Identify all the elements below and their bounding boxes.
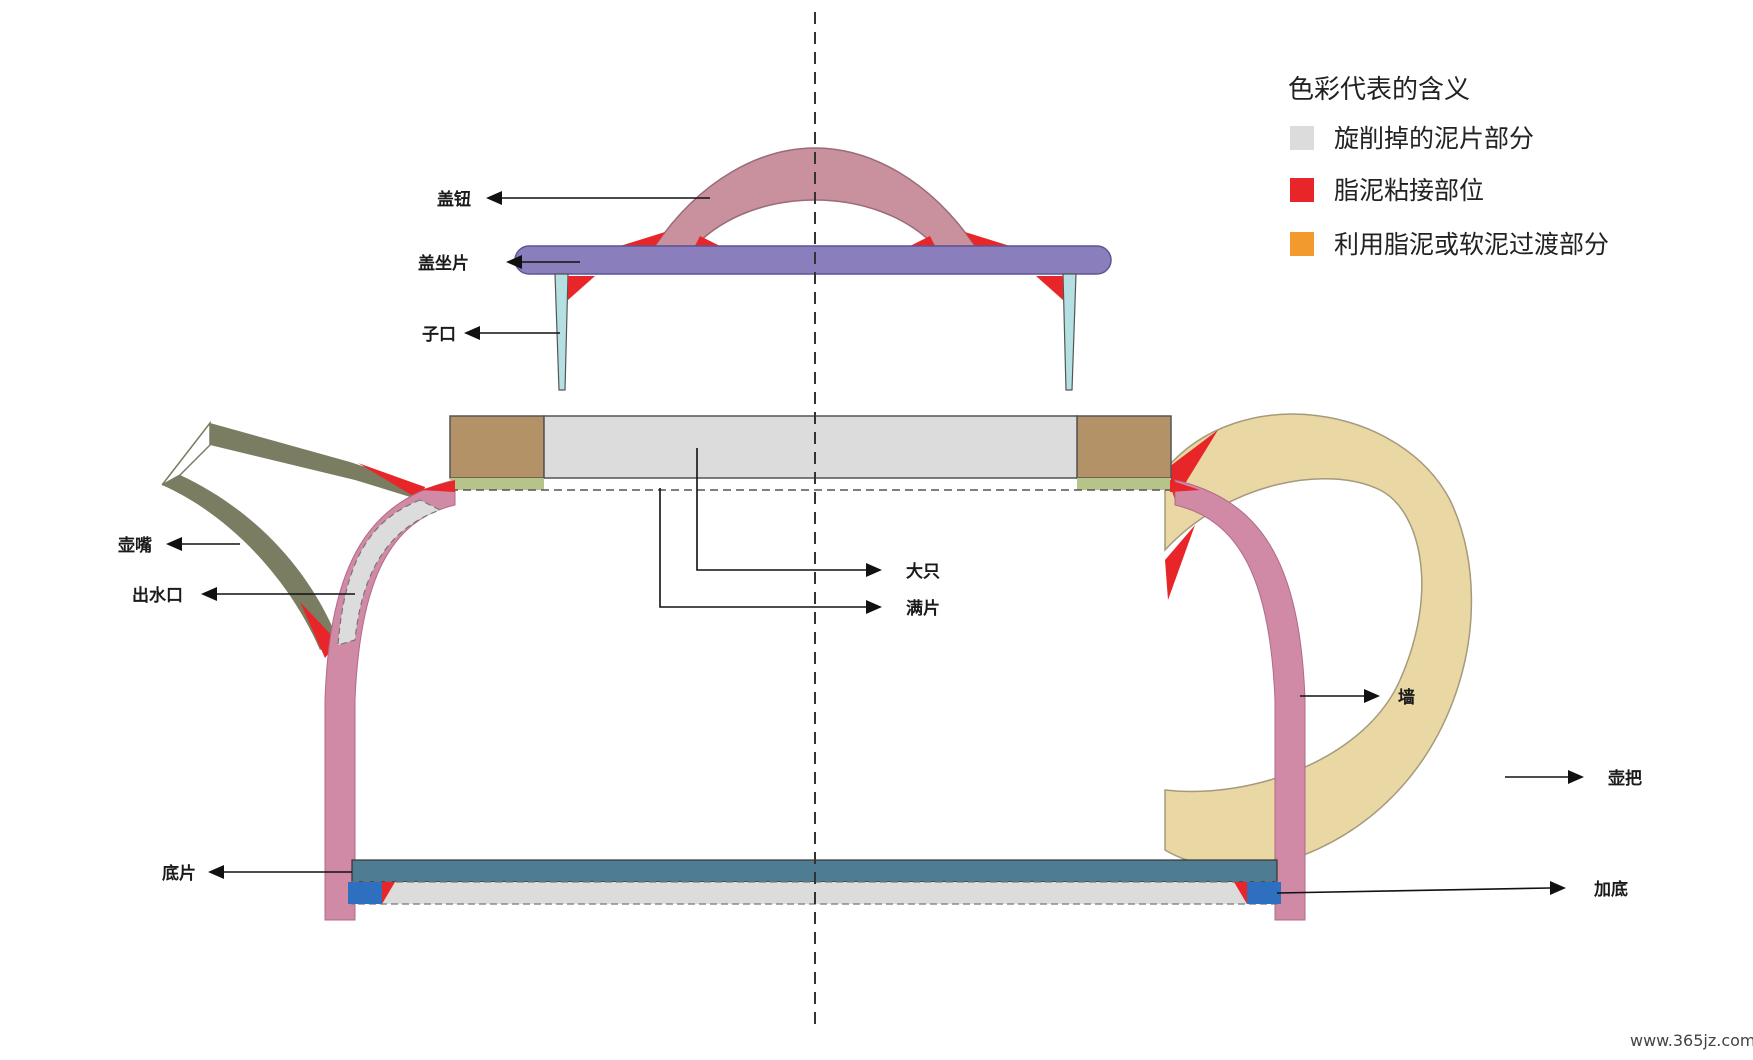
legend-item-trimmed: 旋削掉的泥片部分 [1334,124,1534,153]
teapot-base [348,859,1281,905]
label-wall: 墙 [1398,687,1415,708]
label-big-ring: 大只 [906,561,940,582]
teapot-lid [514,147,1112,391]
top-ring-assembly [420,415,1200,492]
legend-title: 色彩代表的含义 [1288,75,1470,105]
label-handle: 壶把 [1608,768,1642,789]
legend-item-glue: 脂泥粘接部位 [1334,176,1484,205]
legend-swatch-glue [1290,178,1314,202]
legend-item-transition: 利用脂泥或软泥过渡部分 [1334,230,1609,259]
label-base-plate: 底片 [162,863,196,884]
label-spout-hole: 出水口 [132,585,183,606]
legend-swatch-transition [1290,232,1314,256]
legend-swatch-trimmed [1290,126,1314,150]
leader-lines [166,191,1584,895]
watermark: www.365jz.com [1630,1031,1753,1050]
label-lid-plate: 盖坐片 [418,253,469,274]
handle-mid-joint [1165,525,1195,600]
part-labels: 盖钮 盖坐片 子口 壶嘴 出水口 大只 满片 墙 壶把 底片 加底 [118,189,1642,900]
teapot-spout [161,420,425,658]
color-legend: 色彩代表的含义 旋削掉的泥片部分 脂泥粘接部位 利用脂泥或软泥过渡部分 [1288,75,1609,259]
label-lid-knob: 盖钮 [437,189,471,210]
label-spout: 壶嘴 [118,535,152,556]
teapot-handle [1164,413,1473,869]
label-lid-flange: 子口 [422,325,456,345]
label-foot-ring: 加底 [1593,879,1628,900]
label-top-plate: 满片 [906,598,940,619]
teapot-wall [324,479,1306,921]
